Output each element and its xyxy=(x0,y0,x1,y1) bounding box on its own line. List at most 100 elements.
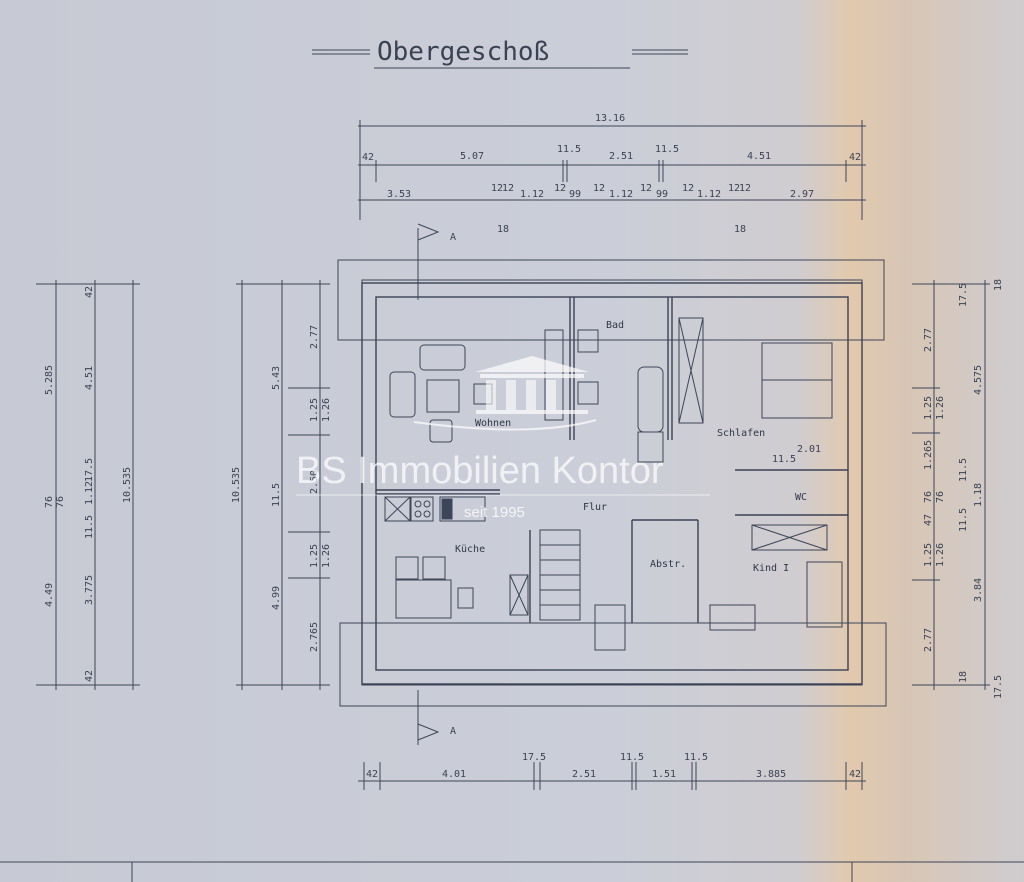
dimension-label: 5.43 xyxy=(271,366,282,390)
dimension-label: 1.265 xyxy=(923,440,934,470)
walls xyxy=(361,282,863,685)
dimension-label: 11.5 xyxy=(620,752,644,763)
dimension-label: 3.885 xyxy=(756,769,786,780)
room-label-abstr: Abstr. xyxy=(650,559,686,570)
dimension-label: 17.5 xyxy=(958,283,969,307)
dimension-label: 3.53 xyxy=(387,189,411,200)
watermark-logo: BS Immobilien Kontor seit 1995 xyxy=(296,356,710,521)
dimension-label: 76 xyxy=(923,491,934,503)
dimension-label: 11.5 xyxy=(655,144,679,155)
dimension-label: 3.84 xyxy=(973,578,984,602)
section-marker-bottom: A xyxy=(417,690,456,745)
title-text: Obergeschoß xyxy=(377,37,549,67)
dimension-label: 2.51 xyxy=(572,769,596,780)
dimension-label: 12 xyxy=(491,183,503,194)
dimension-label: 76 xyxy=(935,491,946,503)
plan-title: Obergeschoß xyxy=(312,37,688,69)
dim-schlafen-width: 2.01 xyxy=(797,444,821,455)
dimension-label: 42 xyxy=(362,152,374,163)
room-label-wohnen: Wohnen xyxy=(475,418,511,429)
dimension-label: 1.26 xyxy=(321,398,332,422)
dimension-label: 10.535 xyxy=(231,467,242,503)
dimension-label: 5.285 xyxy=(44,365,55,395)
dimension-label: 11.5 xyxy=(557,144,581,155)
dimension-label: 2.77 xyxy=(309,325,320,349)
dimension-label: 17.5 xyxy=(993,675,1004,699)
dimension-label: 42 xyxy=(366,769,378,780)
dimension-label: 4.01 xyxy=(442,769,466,780)
dimension-label: 1.12 xyxy=(520,189,544,200)
dimension-label: 1.25 xyxy=(923,543,934,567)
dim-schlafen-wall: 11.5 xyxy=(772,454,796,465)
dimension-label: 5.07 xyxy=(460,151,484,162)
dimension-label: 42 xyxy=(84,670,95,682)
dimension-label: 2.97 xyxy=(790,189,814,200)
dimension-label: 10.535 xyxy=(122,467,133,503)
dimension-label: 4.51 xyxy=(747,151,771,162)
section-marker-top: A xyxy=(417,223,456,300)
dimension-label: 1.18 xyxy=(973,483,984,507)
dimension-label: 42 xyxy=(849,152,861,163)
dimension-label: 76 xyxy=(55,496,66,508)
dimension-label: 11.5 xyxy=(958,458,969,482)
roof-bottom xyxy=(339,622,887,707)
dimension-label: 1.51 xyxy=(652,769,676,780)
room-label-bad: Bad xyxy=(606,320,624,331)
left-dimensions: 5.285 76 4.49 42 4.51 17.5 1.12 76 11.5 … xyxy=(36,280,332,690)
dimension-label: 12 xyxy=(682,183,694,194)
dimension-label: 11.5 xyxy=(684,752,708,763)
dimension-label: 12 xyxy=(640,183,652,194)
dimension-label: 18 xyxy=(734,224,746,235)
dimension-label: 99 xyxy=(656,189,668,200)
furniture xyxy=(384,317,843,651)
dimension-label: 2.765 xyxy=(309,622,320,652)
dimension-label: 99 xyxy=(569,189,581,200)
dimension-label: 1.25 xyxy=(923,396,934,420)
watermark-since: seit 1995 xyxy=(464,504,525,521)
room-label-wc: WC xyxy=(795,492,807,503)
dimension-label: A xyxy=(450,232,456,243)
dimension-label: 1.12 xyxy=(609,189,633,200)
dimension-label: 12 xyxy=(728,183,740,194)
dimension-label: 2.50 xyxy=(309,470,320,494)
dimension-label: 1.25 xyxy=(309,544,320,568)
top-dimensions: 13.16 42 5.07 11.5 2.51 11.5 4.51 42 3.5… xyxy=(358,113,866,235)
dimension-label: 2.77 xyxy=(923,328,934,352)
dimension-label: 12 xyxy=(739,183,751,194)
dimension-label: 12 xyxy=(554,183,566,194)
dimension-label: 11.5 xyxy=(84,515,95,539)
dimension-label: 12 xyxy=(593,183,605,194)
bottom-dimensions: 42 4.01 17.5 2.51 11.5 1.51 11.5 3.885 4… xyxy=(358,752,866,790)
dimension-label: 1.26 xyxy=(935,543,946,567)
dimension-label: 18 xyxy=(993,279,1004,291)
dimension-label: 2.77 xyxy=(923,628,934,652)
right-dimensions: 2.77 1.25 1.26 1.265 76 76 47 1.25 1.26 … xyxy=(912,279,1004,699)
dimension-label: 4.51 xyxy=(84,366,95,390)
dimension-label: 4.575 xyxy=(973,365,984,395)
dimension-label: 4.99 xyxy=(271,586,282,610)
dimension-label: 42 xyxy=(849,769,861,780)
dimension-label: 4.49 xyxy=(44,583,55,607)
dimension-label: 18 xyxy=(958,671,969,683)
dimension-label: 1.26 xyxy=(935,396,946,420)
room-label-kueche: Küche xyxy=(455,544,485,555)
dimension-label: 1.12 xyxy=(697,189,721,200)
dimension-label: 2.51 xyxy=(609,151,633,162)
dimension-label: 47 xyxy=(923,514,934,526)
dimension-label: 1.25 xyxy=(309,398,320,422)
dimension-label: 12 xyxy=(502,183,514,194)
dimension-label: A xyxy=(450,726,456,737)
room-label-kind: Kind I xyxy=(753,563,789,574)
dimension-label: 17.5 xyxy=(522,752,546,763)
room-label-schlafen: Schlafen xyxy=(717,428,765,439)
dimension-label: 18 xyxy=(497,224,509,235)
dimension-label: 76 xyxy=(44,496,55,508)
watermark-name: BS Immobilien Kontor xyxy=(296,450,664,492)
room-label-flur: Flur xyxy=(583,502,607,513)
dimension-label: 17.5 xyxy=(84,458,95,482)
dimension-label: 42 xyxy=(84,286,95,298)
dimension-label: 11.5 xyxy=(958,508,969,532)
dimension-label: 3.775 xyxy=(84,575,95,605)
dimension-label: 1.26 xyxy=(321,544,332,568)
